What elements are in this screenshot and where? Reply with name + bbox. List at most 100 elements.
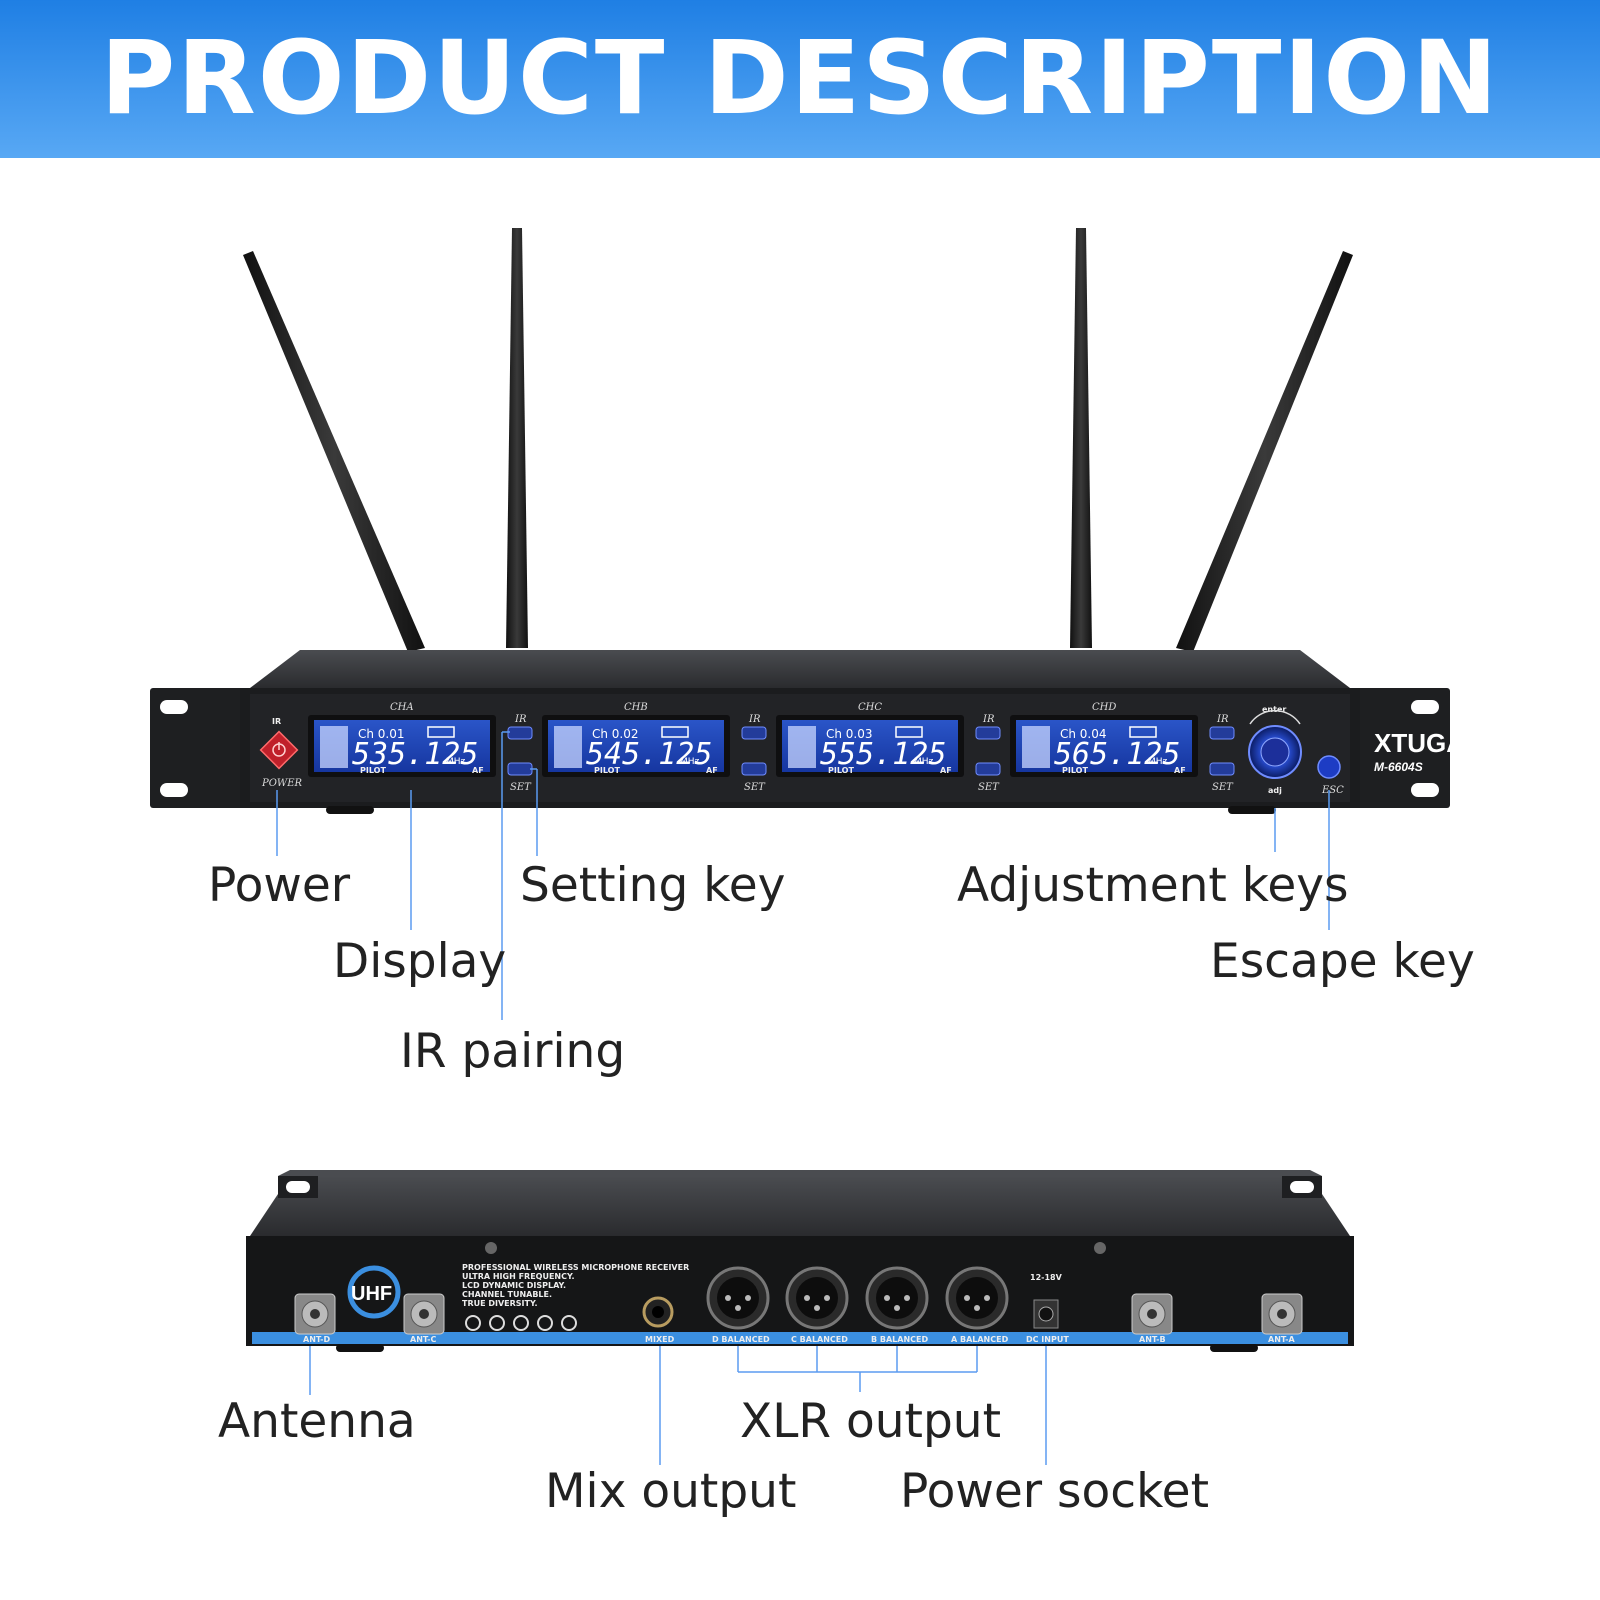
channel-number: Ch 0.01 [358, 727, 405, 741]
channel-label: CHB [624, 702, 648, 713]
svg-text:ESC: ESC [1321, 785, 1344, 796]
svg-text:PILOT: PILOT [828, 766, 854, 775]
svg-text:ANT-D: ANT-D [303, 1335, 330, 1344]
callout-adjustment-keys: Adjustment keys [957, 858, 1349, 913]
antenna-connector-d[interactable] [294, 1293, 336, 1335]
rear-label-strip [252, 1332, 1348, 1344]
frequency: 555.125 [820, 737, 946, 772]
svg-text:MHz: MHz [446, 757, 466, 767]
svg-text:PILOT: PILOT [1062, 766, 1088, 775]
front-unit-top [250, 650, 1350, 688]
channel-d: CHD Ch 0.04 565.125 MHz PILOT AF [1010, 702, 1198, 777]
frequency: 545.125 [586, 737, 712, 772]
ir-pair-button-d[interactable] [1209, 726, 1235, 740]
ir-pair-button-a[interactable] [507, 726, 533, 740]
antenna-2 [506, 228, 528, 648]
svg-text:MHz: MHz [680, 757, 700, 767]
rack-ear-left [150, 688, 250, 808]
antenna-group [243, 228, 1353, 652]
svg-text:DC INPUT: DC INPUT [1026, 1335, 1069, 1344]
uhf-badge: UHF [347, 1265, 401, 1319]
svg-text:AF: AF [706, 766, 718, 775]
rotate-arrow-icon [1249, 709, 1301, 725]
antenna-4 [1176, 251, 1353, 652]
antenna-1 [243, 251, 425, 652]
svg-text:MHz: MHz [914, 757, 934, 767]
svg-text:IR: IR [748, 714, 761, 725]
frequency: 565.125 [1054, 737, 1180, 772]
brand-logo: XTUGA [1374, 728, 1465, 758]
frequency: 535.125 [352, 737, 478, 772]
set-button-c[interactable] [975, 762, 1001, 776]
svg-text:SET: SET [744, 782, 766, 793]
set-button-d[interactable] [1209, 762, 1235, 776]
callout-antenna: Antenna [218, 1394, 416, 1449]
svg-text:PILOT: PILOT [594, 766, 620, 775]
svg-text:adj: adj [1268, 786, 1282, 795]
set-button-b[interactable] [741, 762, 767, 776]
svg-text:SET: SET [978, 782, 1000, 793]
callout-xlr-output: XLR output [740, 1394, 1002, 1449]
svg-text:12-18V: 12-18V [1030, 1273, 1063, 1282]
ir-label: IR [272, 717, 281, 726]
certification-icons [465, 1315, 577, 1331]
channel-label: CHC [858, 702, 882, 713]
dc-input-socket[interactable] [1033, 1299, 1059, 1329]
escape-button[interactable] [1317, 755, 1341, 779]
xlr-output-d[interactable] [706, 1266, 770, 1330]
svg-text:IR: IR [1216, 714, 1229, 725]
svg-text:MHz: MHz [1148, 757, 1168, 767]
svg-text:PILOT: PILOT [360, 766, 386, 775]
callout-display: Display [333, 934, 507, 989]
svg-text:ANT-A: ANT-A [1268, 1335, 1295, 1344]
svg-text:IR: IR [982, 714, 995, 725]
svg-text:ANT-C: ANT-C [410, 1335, 436, 1344]
channel-b: CHB Ch 0.02 545.125 MHz PILOT AF [542, 702, 730, 777]
svg-text:MIXED: MIXED [645, 1335, 675, 1344]
rear-leader-lines [309, 1346, 1047, 1465]
callout-power-socket: Power socket [900, 1464, 1210, 1519]
front-leader-lines [276, 731, 1330, 1020]
antenna-connector-c[interactable] [403, 1293, 445, 1335]
mix-output-jack[interactable] [642, 1296, 674, 1328]
set-button-a[interactable] [507, 762, 533, 776]
rack-ear-right [1350, 688, 1450, 808]
channel-label: CHD [1092, 702, 1116, 713]
ir-pair-button-b[interactable] [741, 726, 767, 740]
callout-mix-output: Mix output [545, 1464, 797, 1519]
svg-text:enter: enter [1262, 705, 1286, 714]
callout-ir-pairing: IR pairing [400, 1024, 626, 1079]
svg-text:AF: AF [472, 766, 484, 775]
channel-number: Ch 0.02 [592, 727, 639, 741]
rear-unit-top [278, 1170, 1322, 1176]
svg-text:B BALANCED: B BALANCED [871, 1335, 928, 1344]
antenna-3 [1070, 228, 1092, 648]
xlr-output-a[interactable] [945, 1266, 1009, 1330]
channel-number: Ch 0.04 [1060, 727, 1107, 741]
svg-text:AF: AF [1174, 766, 1186, 775]
power-button[interactable] [259, 730, 299, 770]
xlr-output-b[interactable] [865, 1266, 929, 1330]
svg-text:UHF: UHF [351, 1283, 392, 1305]
antenna-connector-b[interactable] [1131, 1293, 1173, 1335]
svg-text:SET: SET [510, 782, 532, 793]
channel-number: Ch 0.03 [826, 727, 873, 741]
svg-text:AF: AF [940, 766, 952, 775]
svg-text:D BALANCED: D BALANCED [712, 1335, 770, 1344]
channel-label: CHA [390, 702, 414, 713]
model-name: M-6604S [1374, 760, 1423, 774]
channel-c: CHC Ch 0.03 555.125 MHz PILOT AF [776, 702, 964, 777]
ir-pair-button-c[interactable] [975, 726, 1001, 740]
channel-a: CHA Ch 0.01 535.125 MHz PILOT AF [308, 702, 496, 777]
svg-text:ANT-B: ANT-B [1139, 1335, 1166, 1344]
callout-power: Power [208, 858, 351, 913]
svg-text:C BALANCED: C BALANCED [791, 1335, 848, 1344]
page-title: PRODUCT DESCRIPTION [100, 19, 1500, 138]
antenna-connector-a[interactable] [1261, 1293, 1303, 1335]
callout-setting-key: Setting key [520, 858, 786, 913]
xlr-output-c[interactable] [785, 1266, 849, 1330]
svg-text:A BALANCED: A BALANCED [951, 1335, 1009, 1344]
power-label: POWER [261, 778, 303, 789]
svg-text:IR: IR [514, 714, 527, 725]
